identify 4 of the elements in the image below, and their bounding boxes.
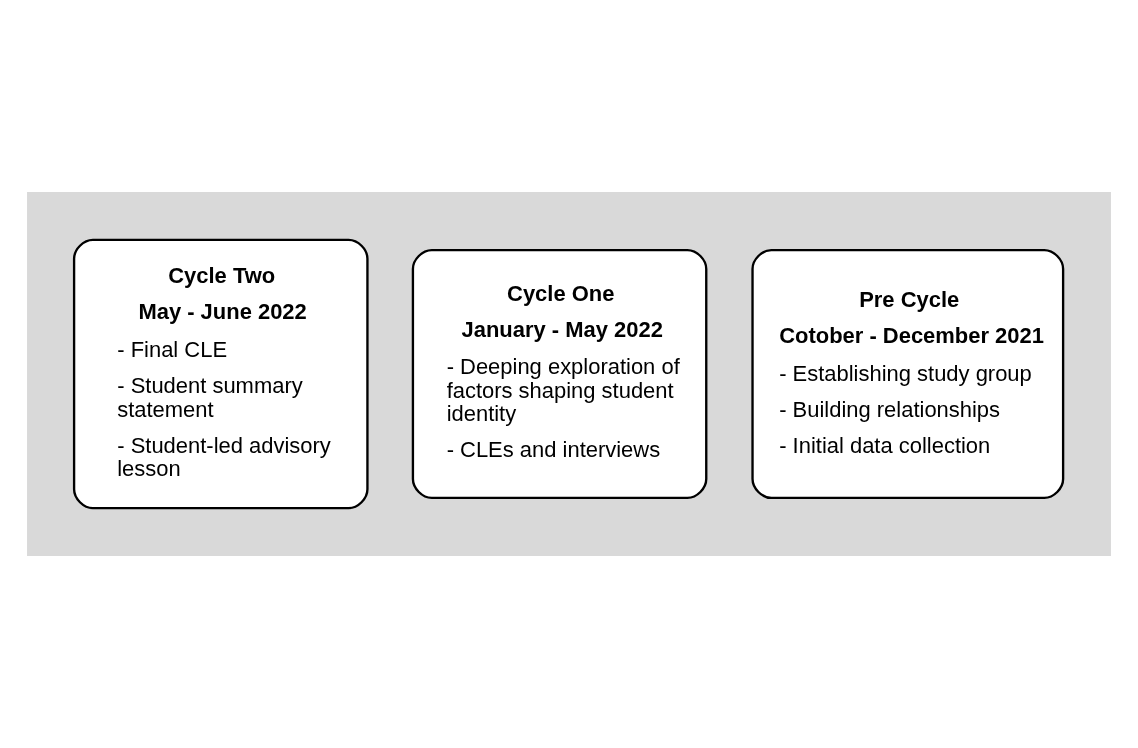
- node-box: Cycle Two May - June 2022 - Final CLE - Student summary statement - Student-led advisory lesson: [72, 238, 369, 510]
- cluster: [27, 192, 1111, 556]
- node-box: Cycle One January - May 2022 - Deeping exploration of factors shaping student identity - CLEs and interviews: [411, 248, 708, 500]
- node-box: Pre Cycle Cotober - December 2021 - Establishing study group - Building relationships - Initial data collection: [751, 248, 1065, 500]
